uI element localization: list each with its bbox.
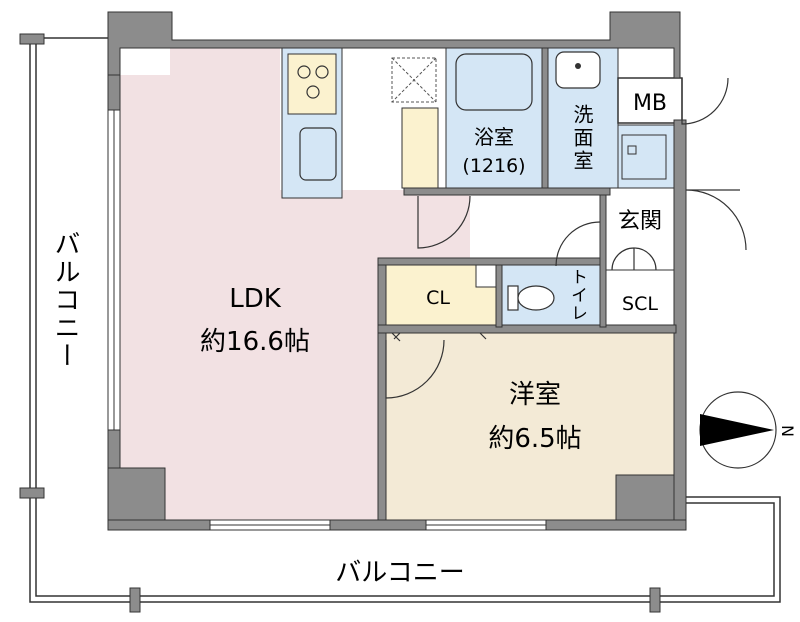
compass-direction: N [778,425,797,437]
washing-machine-drain [627,145,637,155]
scl-floor [605,269,677,328]
kitchen-sink [299,127,337,181]
stove [287,53,337,115]
mb-label: MB [633,91,667,116]
scl-name: SCL [622,293,658,315]
bath-name: 浴室 [474,125,514,149]
wash-basin [555,51,601,89]
bathtub [455,53,533,111]
entrance-floor [606,195,676,270]
ldk-name: LDK [229,284,282,314]
western-size: 約6.5帖 [488,424,581,454]
storage-shelf [401,107,439,189]
windows [107,109,547,531]
ldk-size: 約16.6帖 [200,327,310,357]
closet-name: CL [426,287,450,309]
toilet-fixture [507,285,555,311]
compass: N [699,391,797,469]
compass-needle-icon [700,414,774,446]
hall-floor [470,195,606,265]
fridge-space [391,57,437,103]
fridge-space-cross [391,57,437,103]
stove-burners [297,65,329,99]
door-swings [385,77,747,399]
western-floor [386,333,676,522]
balcony-side-name: バルコニー [50,230,80,370]
washing-machine-pan [621,134,667,180]
toilet-name: トイレ [567,268,587,322]
ldk-floor [120,48,470,520]
entrance-name: 玄関 [618,209,662,234]
western-name: 洋室 [509,380,561,410]
balcony-posts [19,33,661,613]
kitchen [281,47,439,199]
wash-basin-drain [575,63,581,69]
washroom-name: 洗面室 [570,104,594,173]
bath-size: (1216) [462,155,525,177]
balcony-bottom-name: バルコニー [335,558,464,588]
